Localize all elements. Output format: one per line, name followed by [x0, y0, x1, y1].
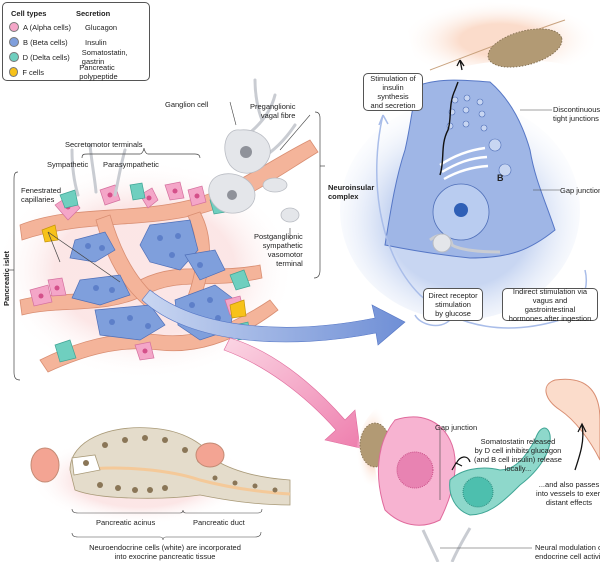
label-pancreatic-duct: Pancreatic duct [193, 518, 245, 527]
label-pancreatic-islet: Pancreatic islet [2, 250, 11, 306]
legend-row-f: F cells Pancreatic polypeptide [9, 63, 149, 81]
delta-cell-panel [356, 378, 600, 562]
legend-secretion: Glucagon [85, 22, 118, 32]
pink-arrow [223, 337, 361, 449]
label-gap-junction-delta: Gap junction [435, 423, 478, 432]
legend-header-secretion: Secretion [76, 9, 111, 18]
label-neuroendocrine-caption: Neuroendocrine cells (white) are incorpo… [89, 543, 241, 561]
blue-arrow [141, 289, 406, 346]
legend-cell-name: D (Delta cells) [22, 52, 70, 62]
legend-row-alpha: A (Alpha cells) Glucagon [9, 21, 117, 33]
pancreatic-acinus-illustration [30, 427, 291, 541]
legend-secretion: Insulin [85, 37, 107, 47]
f-cell-swatch-icon [9, 67, 19, 77]
legend-row-delta: D (Delta cells) Somatostatin, gastrin [9, 48, 149, 66]
label-gap-junction-beta: Gap junction [560, 186, 600, 195]
alpha-swatch-icon [9, 22, 19, 32]
legend-cell-name: B (Beta cells) [23, 37, 68, 47]
cell-type-legend: Cell types Secretion A (Alpha cells) Glu… [2, 2, 150, 81]
beta-swatch-icon [9, 37, 19, 47]
label-secretomotor-terminals: Secretomotor terminals [65, 140, 143, 149]
feedback-arrow-inner [414, 314, 451, 327]
beta-cell-panel [340, 0, 600, 329]
label-parasympathetic: Parasympathetic [103, 160, 159, 169]
legend-cell-name: F cells [22, 67, 45, 77]
legend-secretion: Somatostatin, gastrin [81, 48, 128, 66]
label-pancreatic-acinus: Pancreatic acinus [96, 518, 156, 527]
label-sympathetic: Sympathetic [47, 160, 89, 169]
label-ganglion-cell: Ganglion cell [165, 100, 209, 109]
legend-row-beta: B (Beta cells) Insulin [9, 36, 107, 48]
label-cell-b: B [497, 173, 504, 183]
legend-secretion: Pancreatic polypeptide [79, 63, 118, 81]
legend-cell-name: A (Alpha cells) [23, 22, 71, 32]
islet-brackets [9, 111, 325, 381]
legend-header-cell-types: Cell types [11, 9, 47, 18]
delta-swatch-icon [9, 52, 19, 62]
